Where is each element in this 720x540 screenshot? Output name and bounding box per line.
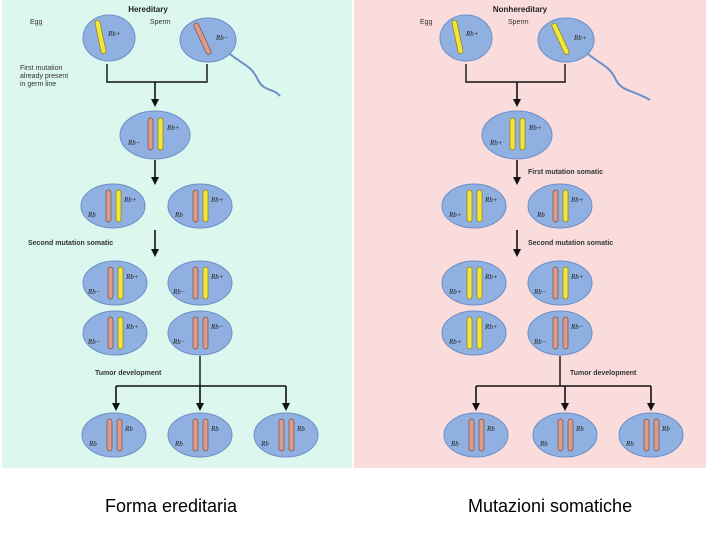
rb-label: Rb+ [484, 273, 498, 281]
second-mutation-label: Second mutation somatic [28, 240, 113, 247]
egg-cell: Rb+ [82, 14, 136, 62]
rb-label: Rb+ [484, 196, 498, 204]
rb-label: Rb [260, 440, 269, 448]
cell-row-2: Rb+ Rb Rb+ Rb [80, 183, 233, 229]
rb-label: Rb [296, 425, 305, 433]
cell: Rb+ Rb [527, 183, 593, 229]
note-line: First mutation [20, 65, 63, 72]
cell: Rb+ Rb− [82, 260, 148, 306]
rb-label: Rb− [533, 338, 547, 346]
rb-label: Rb [539, 440, 548, 448]
caption-somatic: Mutazioni somatiche [468, 496, 633, 516]
hereditary-panel: Hereditary Egg Sperm Rb+ Rb− First mutat… [2, 0, 352, 468]
rb-label: Rb+ [125, 323, 139, 331]
cell: Rb Rb [532, 412, 598, 458]
rb-label: Rb [210, 425, 219, 433]
cell: Rb+ Rb [167, 183, 233, 229]
note-line: already present [20, 73, 68, 80]
rb-label: Rb− [172, 288, 186, 296]
egg-label: Egg [30, 19, 43, 26]
sperm-label: Sperm [150, 19, 171, 26]
rb-label: Rb [486, 425, 495, 433]
rb-label: Rb− [210, 323, 224, 331]
cell: Rb− Rb− [527, 310, 593, 356]
rb-label: Rb− [127, 139, 141, 147]
panel-title: Hereditary [128, 5, 168, 14]
rb-label: Rb+ [570, 196, 584, 204]
rb-label: Rb+ [125, 273, 139, 281]
rb-label: Rb [536, 211, 545, 219]
sperm-label: Sperm [508, 19, 529, 26]
rb-label: Rb+ [210, 196, 224, 204]
cell: Rb+ Rb+ [441, 183, 507, 229]
rb-label: Rb [174, 440, 183, 448]
rb-label: Rb+ [448, 211, 462, 219]
rb-label: Rb [174, 211, 183, 219]
rb-label: Rb− [87, 338, 101, 346]
rb-label: Rb+ [528, 124, 542, 132]
cell: Rb+ Rb [80, 183, 146, 229]
panel-title: Nonhereditary [493, 5, 548, 14]
caption-hereditary: Forma ereditaria [105, 496, 238, 516]
rb-label: Rb [625, 440, 634, 448]
rb-label: Rb+ [570, 273, 584, 281]
hereditary-diagram: Hereditary Egg Sperm Rb+ Rb− First mutat… [20, 5, 319, 458]
rb-label: Rb+ [210, 273, 224, 281]
sperm-cell: Rb+ [537, 17, 651, 101]
first-mutation-label: First mutation somatic [528, 169, 603, 176]
rb-label: Rb [661, 425, 670, 433]
cell: Rb+ Rb− [527, 260, 593, 306]
rb-label: Rb− [533, 288, 547, 296]
rb-label: Rb− [172, 338, 186, 346]
nonhereditary-panel: Nonhereditary Egg Sperm Rb+ Rb+ Rb+ Rb+ … [354, 0, 706, 468]
nonhereditary-diagram: Nonhereditary Egg Sperm Rb+ Rb+ Rb+ Rb+ … [420, 5, 684, 458]
cell: Rb− Rb− [167, 310, 233, 356]
rb-label: Rb [87, 211, 96, 219]
note-line: in germ line [20, 81, 56, 88]
rb-label: Rb+ [448, 338, 462, 346]
second-mutation-label: Second mutation somatic [528, 240, 613, 247]
egg-cell: Rb+ [439, 14, 493, 62]
cell: Rb Rb [443, 412, 509, 458]
rb-label: Rb− [570, 323, 584, 331]
egg-label: Egg [420, 19, 433, 26]
cell: Rb+ Rb− [82, 310, 148, 356]
cell-row-3: Rb+ Rb+ Rb+ Rb− [441, 260, 593, 306]
rb-label: Rb+ [107, 30, 121, 38]
rb-label: Rb [575, 425, 584, 433]
rb-label: Rb+ [166, 124, 180, 132]
rb-label: Rb [450, 440, 459, 448]
tumor-cells: Rb Rb Rb Rb Rb Rb [81, 412, 319, 458]
tumor-label: Tumor development [95, 370, 162, 377]
rb-label: Rb+ [489, 139, 503, 147]
cell-row-4: Rb+ Rb− Rb− Rb− [82, 310, 233, 356]
rb-label: Rb+ [448, 288, 462, 296]
cell: Rb Rb [618, 412, 684, 458]
tumor-label: Tumor development [570, 370, 637, 377]
rb-label: Rb+ [123, 196, 137, 204]
cell: Rb Rb [253, 412, 319, 458]
zygote-cell: Rb+ Rb− [119, 110, 191, 160]
cell-row-3: Rb+ Rb− Rb+ Rb− [82, 260, 233, 306]
cell-row-2: Rb+ Rb+ Rb+ Rb [441, 183, 593, 229]
cell: Rb+ Rb+ [441, 310, 507, 356]
cell: Rb+ Rb+ [441, 260, 507, 306]
tumor-cells: Rb Rb Rb Rb Rb Rb [443, 412, 684, 458]
rb-label: Rb [124, 425, 133, 433]
sperm-cell: Rb− [179, 17, 281, 97]
cell: Rb Rb [81, 412, 147, 458]
zygote-cell: Rb+ Rb+ [481, 110, 553, 160]
rb-label: Rb− [87, 288, 101, 296]
cell-row-4: Rb+ Rb+ Rb− Rb− [441, 310, 593, 356]
rb-label: Rb [88, 440, 97, 448]
cell: Rb+ Rb− [167, 260, 233, 306]
rb-label: Rb+ [573, 34, 587, 42]
cell: Rb Rb [167, 412, 233, 458]
rb-label: Rb+ [465, 30, 479, 38]
rb-label: Rb− [215, 34, 229, 42]
rb-label: Rb+ [484, 323, 498, 331]
